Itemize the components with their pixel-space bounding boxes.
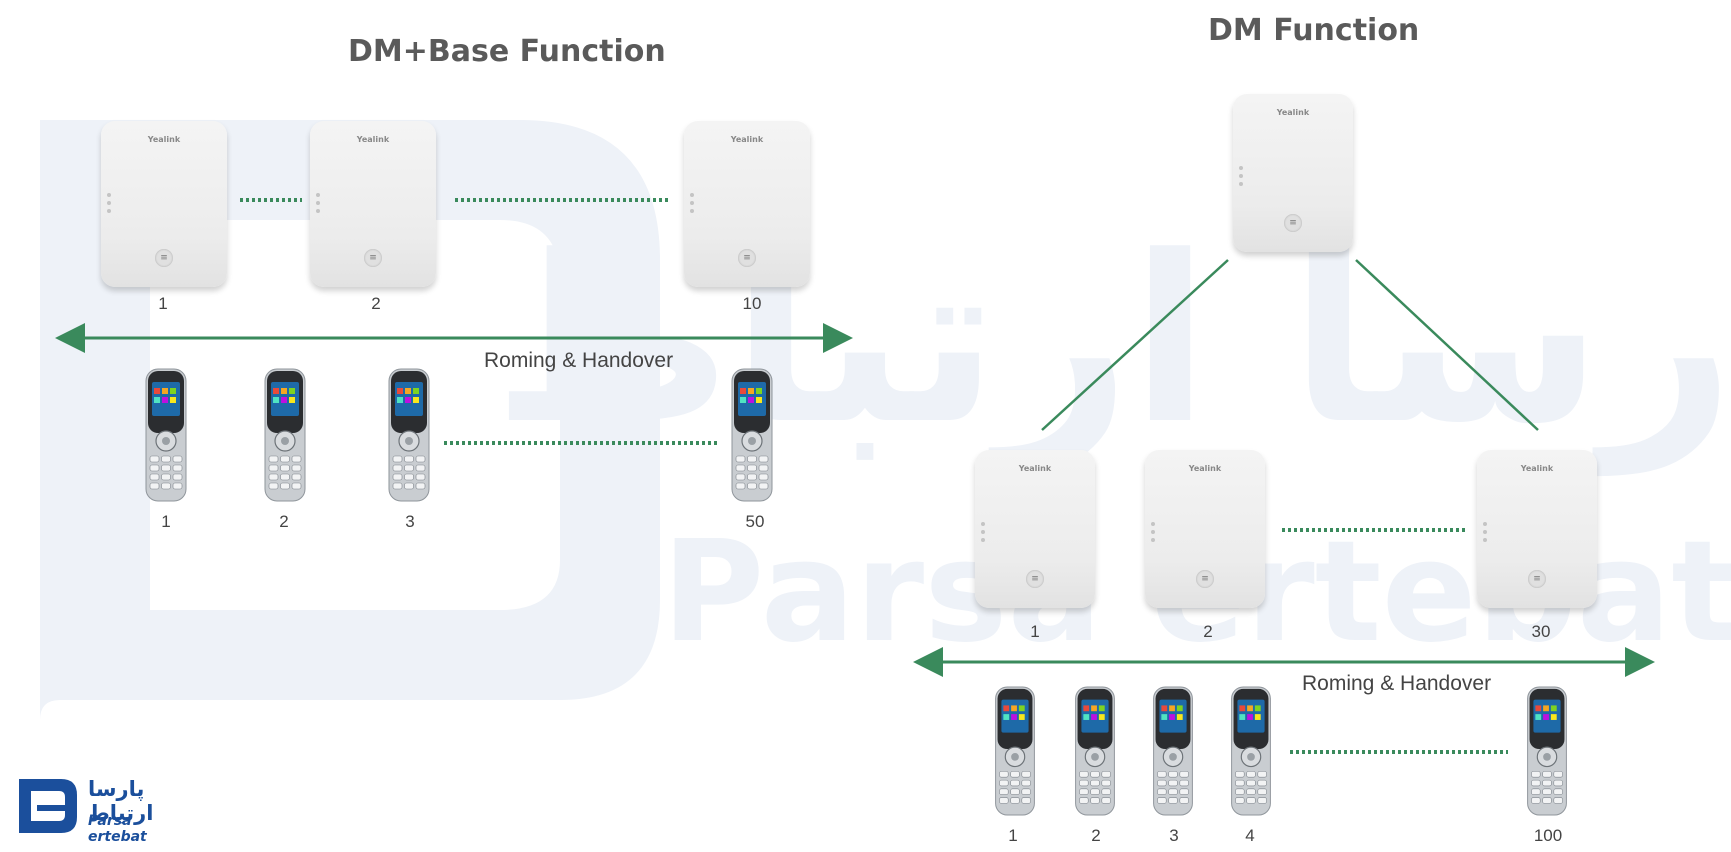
base-station-left-2: Yealink ≡	[310, 121, 436, 287]
handset-right-2	[1075, 686, 1115, 816]
base-number-right-30: 30	[1531, 622, 1551, 641]
base-number-left-10: 10	[742, 294, 762, 313]
base-station-left-10: Yealink ≡	[684, 121, 810, 287]
logo-text-fa: پارسا ارتباط	[88, 777, 154, 825]
base-station-right-1: Yealink ≡	[975, 450, 1095, 608]
roaming-label-right: Roming & Handover	[1302, 672, 1492, 695]
handset-right-1	[995, 686, 1035, 816]
brand-label: Yealink	[1276, 108, 1310, 117]
base-station-left-1: Yealink ≡	[101, 121, 227, 287]
left-title: DM+Base Function	[348, 34, 666, 69]
handset-number-right-4: 4	[1245, 826, 1255, 845]
handset-number-left-2: 2	[279, 512, 289, 531]
handset-right-3	[1153, 686, 1193, 816]
handset-number-left-1: 1	[161, 512, 171, 531]
handset-left-3	[388, 368, 430, 502]
tree-line-right	[1355, 259, 1539, 431]
status-leds	[316, 191, 323, 215]
handset-number-left-3: 3	[405, 512, 415, 531]
handset-left-50	[731, 368, 773, 502]
tree-line-left	[1041, 259, 1229, 431]
brand-label: Yealink	[730, 135, 764, 144]
logo-mark-icon	[19, 779, 77, 833]
menu-button-icon: ≡	[364, 249, 382, 267]
brand-label: Yealink	[1018, 464, 1052, 473]
status-leds	[1239, 164, 1246, 188]
handset-number-right-1: 1	[1008, 826, 1018, 845]
handset-left-1	[145, 368, 187, 502]
menu-button-icon: ≡	[155, 249, 173, 267]
handset-right-100	[1527, 686, 1567, 816]
handset-number-right-2: 2	[1091, 826, 1101, 845]
base-station-right-2: Yealink ≡	[1145, 450, 1265, 608]
status-leds	[981, 520, 988, 544]
menu-button-icon: ≡	[1528, 570, 1546, 588]
brand-label: Yealink	[1520, 464, 1554, 473]
base-number-right-2: 2	[1203, 622, 1213, 641]
status-leds	[690, 191, 697, 215]
handset-number-left-50: 50	[745, 512, 765, 531]
menu-button-icon: ≡	[1026, 570, 1044, 588]
menu-button-icon: ≡	[738, 249, 756, 267]
status-leds	[1483, 520, 1490, 544]
base-station-right-30: Yealink ≡	[1477, 450, 1597, 608]
brand-label: Yealink	[1188, 464, 1222, 473]
handset-right-4	[1231, 686, 1271, 816]
right-title: DM Function	[1208, 13, 1420, 48]
base-number-right-1: 1	[1030, 622, 1040, 641]
status-leds	[107, 191, 114, 215]
roaming-label-left: Roming & Handover	[484, 349, 674, 372]
base-number-left-1: 1	[158, 294, 168, 313]
handset-number-right-100: 100	[1533, 826, 1563, 845]
company-logo: پارسا ارتباط Parsa ertebat	[15, 775, 195, 845]
base-number-left-2: 2	[371, 294, 381, 313]
handset-number-right-3: 3	[1169, 826, 1179, 845]
brand-label: Yealink	[356, 135, 390, 144]
base-station-dm: Yealink ≡	[1233, 94, 1353, 252]
handset-left-2	[264, 368, 306, 502]
brand-label: Yealink	[147, 135, 181, 144]
logo-text-en: Parsa ertebat	[88, 813, 147, 845]
status-leds	[1151, 520, 1158, 544]
menu-button-icon: ≡	[1284, 214, 1302, 232]
menu-button-icon: ≡	[1196, 570, 1214, 588]
